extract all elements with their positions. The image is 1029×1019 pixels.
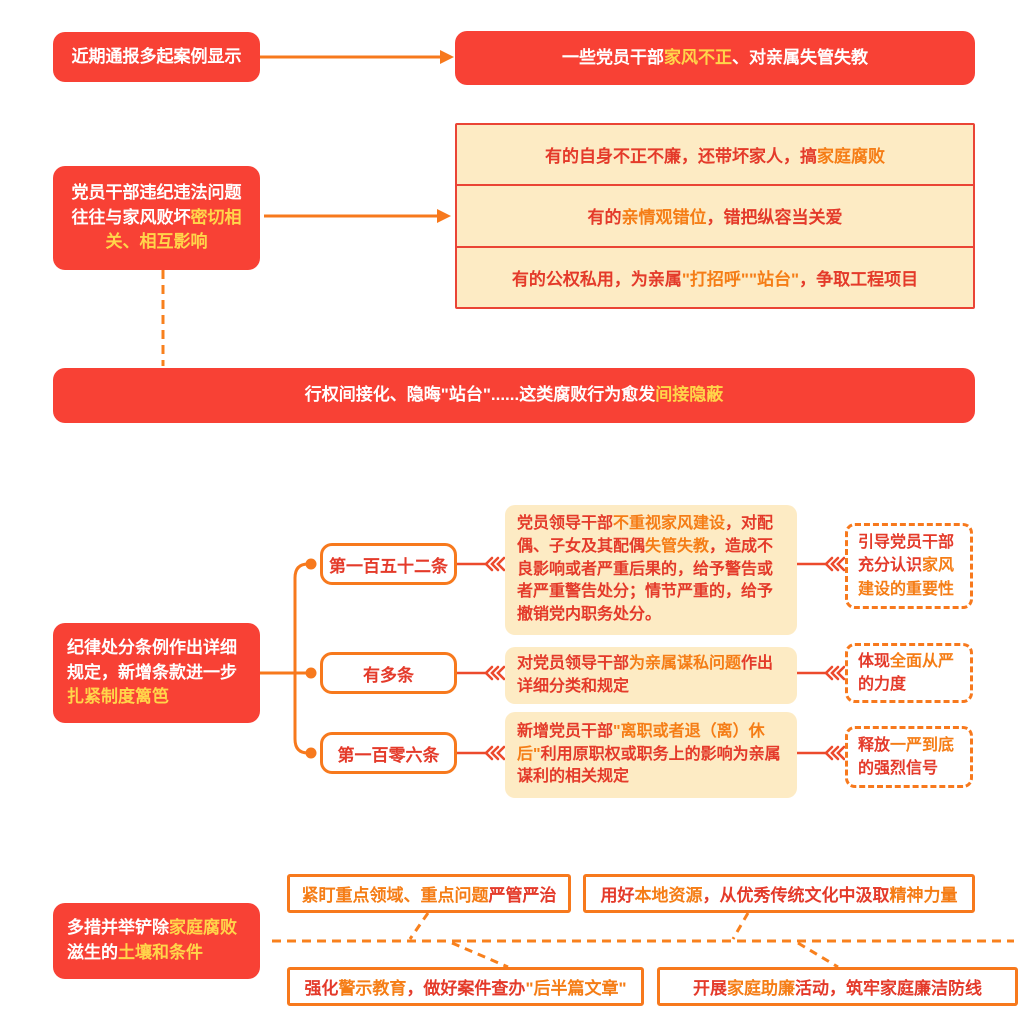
measures-intro-text: 多措并举铲除家庭腐败滋生的土壤和条件: [67, 918, 237, 962]
note-signal-box: 释放一严到底的强烈信号: [845, 726, 973, 788]
dashed-measure-lines: [272, 912, 1014, 969]
arrow-cause: [264, 209, 451, 223]
measure-culture-text: 用好本地资源，从优秀传统文化中汲取精神力量: [600, 886, 958, 905]
article-106-detail-text: 新增党员干部"离职或者退（离）休后"利用原职权或职务上的影响为亲属谋利的相关规定: [517, 722, 781, 786]
measure-supervision-box: 紧盯重点领域、重点问题严管严治: [287, 874, 571, 913]
example-text: 有的公权私用，为亲属"打招呼""站台"，争取工程项目: [511, 269, 919, 289]
banner-box: 行权间接化、隐晦"站台"......这类腐败行为愈发间接隐蔽: [53, 368, 975, 423]
article-152-detail-text: 党员领导干部不重视家风建设，对配偶、子女及其配偶失管失教，造成不良影响或者严重后…: [517, 515, 774, 624]
example-text: 有的自身不正不廉，还带坏家人，搞家庭腐败: [545, 147, 885, 167]
article-152-label: 第一百五十二条: [329, 556, 448, 576]
example-row: 有的自身不正不廉，还带坏家人，搞家庭腐败: [457, 125, 973, 187]
article-152-node: 第一百五十二条: [320, 543, 457, 585]
article-106-label: 第一百零六条: [337, 745, 440, 765]
cause-text: 党员干部违纪违法问题往往与家风败坏密切相关、相互影响: [71, 183, 242, 252]
measure-culture-box: 用好本地资源，从优秀传统文化中汲取精神力量: [583, 874, 975, 913]
tree-dots: [305, 558, 317, 759]
regulation-intro-text: 纪律处分条例作出详细规定，新增条款进一步扎紧制度篱笆: [67, 638, 237, 707]
note-signal-text: 释放一严到底的强烈信号: [858, 736, 955, 777]
measure-supervision-text: 紧盯重点领域、重点问题严管严治: [301, 886, 557, 905]
arrow-top: [260, 50, 454, 64]
cause-box: 党员干部违纪违法问题往往与家风败坏密切相关、相互影响: [53, 166, 260, 270]
article-106-detail-box: 新增党员干部"离职或者退（离）休后"利用原职权或职务上的影响为亲属谋利的相关规定: [505, 712, 797, 798]
measure-education-box: 强化警示教育，做好案件查办"后半篇文章": [287, 967, 644, 1006]
multiple-articles-detail-box: 对党员领导干部为亲属谋私问题作出详细分类和规定: [505, 647, 797, 704]
regulation-intro-box: 纪律处分条例作出详细规定，新增条款进一步扎紧制度篱笆: [53, 623, 260, 723]
note-strictness-box: 体现全面从严的力度: [845, 643, 973, 703]
examples-table: 有的自身不正不廉，还带坏家人，搞家庭腐败 有的亲情观错位，错把纵容当关爱 有的公…: [455, 123, 975, 309]
multiple-articles-label: 有多条: [363, 665, 414, 685]
note-family-style-text: 引导党员干部充分认识家风建设的重要性: [858, 534, 955, 598]
example-row: 有的公权私用，为亲属"打招呼""站台"，争取工程项目: [457, 248, 973, 307]
multiple-articles-node: 有多条: [320, 652, 457, 694]
measure-activity-text: 开展家庭助廉活动，筑牢家庭廉洁防线: [693, 979, 982, 998]
note-family-style-box: 引导党员干部充分认识家风建设的重要性: [845, 523, 973, 609]
measure-activity-box: 开展家庭助廉活动，筑牢家庭廉洁防线: [657, 967, 1018, 1006]
case-report-text: 近期通报多起案例显示: [71, 46, 242, 66]
tree-connector: [258, 562, 310, 755]
banner-text: 行权间接化、隐晦"站台"......这类腐败行为愈发间接隐蔽: [304, 385, 724, 405]
case-report-box: 近期通报多起案例显示: [53, 32, 260, 82]
note-strictness-text: 体现全面从严的力度: [858, 652, 955, 693]
measures-intro-box: 多措并举铲除家庭腐败滋生的土壤和条件: [53, 903, 260, 979]
example-row: 有的亲情观错位，错把纵容当关爱: [457, 186, 973, 248]
article-152-detail-box: 党员领导干部不重视家风建设，对配偶、子女及其配偶失管失教，造成不良影响或者严重后…: [505, 505, 797, 635]
example-text: 有的亲情观错位，错把纵容当关爱: [587, 208, 843, 228]
case-result-text: 一些党员干部家风不正、对亲属失管失教: [562, 47, 868, 67]
multiple-articles-detail-text: 对党员领导干部为亲属谋私问题作出详细分类和规定: [517, 654, 774, 695]
article-106-node: 第一百零六条: [320, 732, 457, 774]
measure-education-text: 强化警示教育，做好案件查办"后半篇文章": [304, 979, 627, 998]
case-result-box: 一些党员干部家风不正、对亲属失管失教: [455, 31, 975, 85]
